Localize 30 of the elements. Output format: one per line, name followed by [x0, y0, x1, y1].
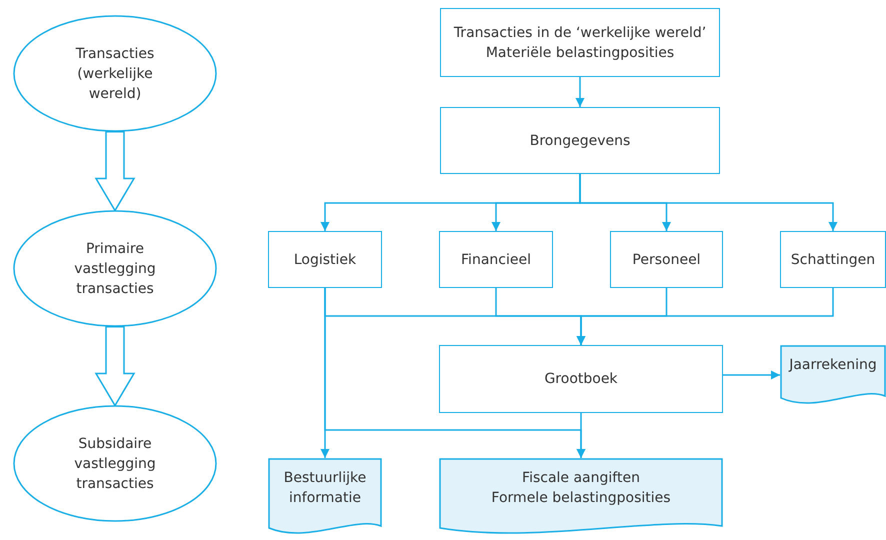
node-label: Grootboek	[544, 370, 618, 389]
node-label: Personeel	[632, 250, 701, 270]
ellipse-node	[13, 405, 217, 522]
ellipse-node	[13, 15, 217, 132]
process-box	[780, 231, 886, 288]
process-box	[439, 345, 723, 413]
node-label: Financieel	[461, 250, 531, 270]
node-label: Primaire vastlegging transacties	[73, 240, 157, 298]
process-box	[440, 8, 720, 77]
arrow	[576, 77, 584, 107]
node-label: Logistiek	[294, 250, 356, 270]
node-label: Transacties in de ‘werkelijke wereld’	[454, 24, 706, 42]
node-label: Bestuurlijke informatie	[282, 469, 368, 508]
node-label: Formele belastingposities	[491, 489, 671, 508]
process-box	[439, 231, 553, 288]
node-label: Jaarrekening	[789, 356, 877, 375]
arrow	[723, 370, 780, 380]
arrow	[579, 174, 838, 231]
node-label: Fiscale aangiften	[522, 469, 640, 488]
node-label: Brongegevens	[530, 132, 630, 150]
process-box	[610, 231, 723, 288]
node-label: Materiële belastingposities	[486, 44, 674, 62]
arrow	[576, 413, 586, 458]
process-box	[440, 107, 720, 174]
node-label: Schattingen	[790, 250, 876, 270]
node-label: Subsidaire vastlegging transacties	[73, 434, 157, 494]
process-box	[268, 231, 382, 288]
arrow	[576, 288, 834, 345]
ellipse-node	[13, 210, 217, 327]
node-label: Transacties (werkelijke wereld)	[74, 44, 156, 104]
